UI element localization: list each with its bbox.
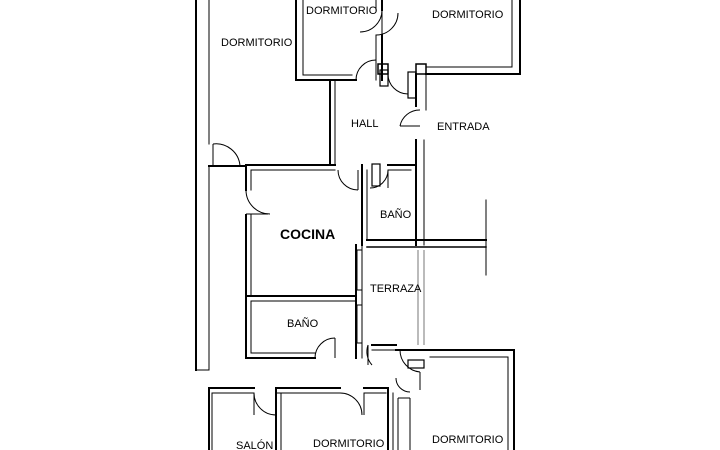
label-cocina: COCINA [280, 226, 335, 242]
door-swing [395, 377, 411, 393]
label-dormitorio-bottom-right: DORMITORIO [432, 434, 504, 446]
door-swing [245, 189, 271, 215]
door-swing [339, 392, 363, 416]
label-terraza: TERRAZA [370, 283, 422, 295]
doors [212, 9, 421, 416]
door-swing [399, 109, 421, 127]
label-salon: SALÓN [236, 439, 273, 450]
door-swing [212, 143, 241, 167]
door-swing [337, 169, 359, 191]
door-swing [399, 349, 421, 373]
label-dormitorio-top-right: DORMITORIO [432, 9, 504, 21]
hall-walls [329, 69, 427, 246]
label-dormitorio-top-mid: DORMITORIO [306, 5, 378, 17]
label-dormitorio-top-left: DORMITORIO [221, 37, 293, 49]
lower-block-walls [208, 349, 515, 450]
door-swing [387, 73, 409, 95]
cocina-walls [208, 164, 357, 359]
door-swing [314, 337, 336, 359]
door-swing [369, 169, 389, 189]
room-labels: DORMITORIO DORMITORIO DORMITORIO HALL EN… [221, 5, 504, 450]
door-swing [375, 12, 399, 36]
label-bano-lower: BAÑO [287, 317, 319, 330]
label-hall: HALL [351, 118, 379, 130]
upper-bano-walls [361, 163, 487, 276]
door-swing [355, 59, 377, 81]
terraza-walls [355, 244, 425, 359]
label-bano-upper: BAÑO [380, 208, 412, 221]
label-entrada: ENTRADA [437, 121, 490, 133]
door-swing [253, 392, 277, 416]
label-dormitorio-bottom-mid: DORMITORIO [313, 438, 385, 450]
top-bedrooms-walls [295, 0, 521, 81]
west-wall [195, 0, 210, 371]
